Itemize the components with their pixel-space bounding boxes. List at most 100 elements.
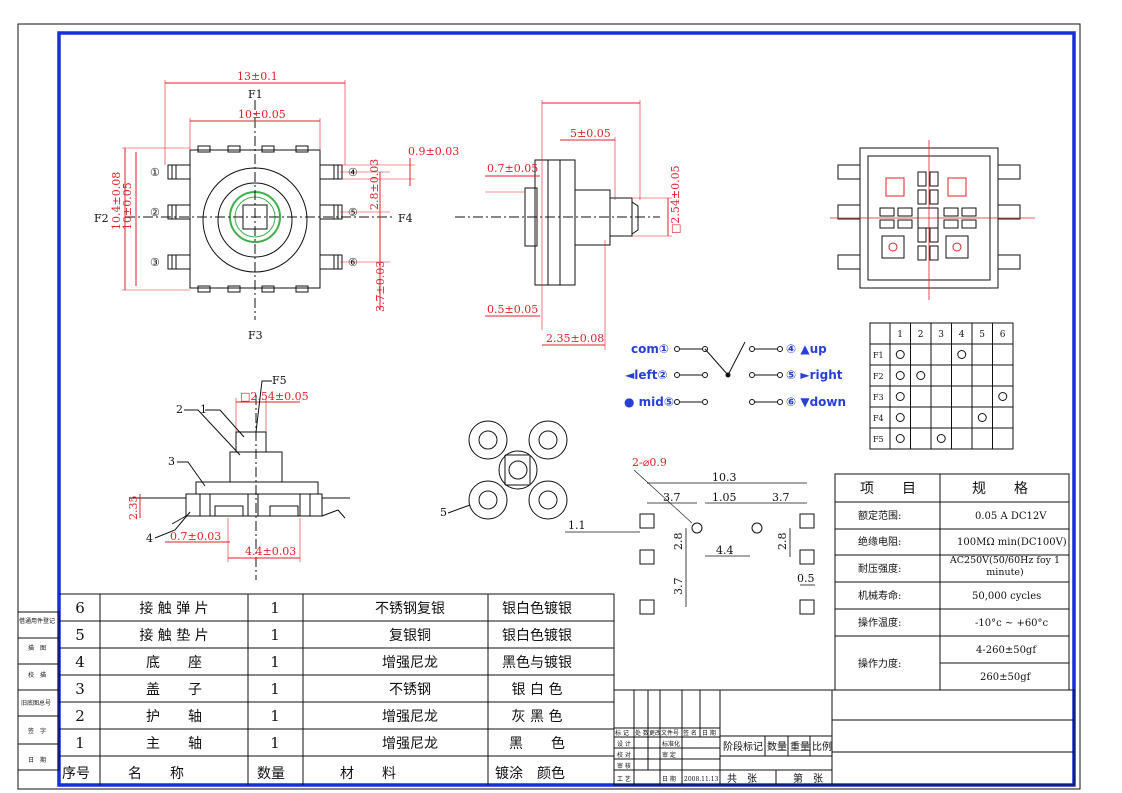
pad-d11: 1.1 <box>568 519 586 532</box>
label-f1: F1 <box>248 88 263 101</box>
bom-cell-5-4: 增强尼龙 <box>382 709 438 725</box>
truth-mark-f5-1 <box>895 434 905 443</box>
section-view-labels: F5 □2.54±0.05 2.35 0.7±0.03 4.4±0.03 2 1… <box>127 374 309 558</box>
dim-inner-h: 10±0.05 <box>121 182 134 230</box>
truth-col-2: 2 <box>918 330 924 340</box>
tb-weight: 重量 <box>790 740 810 753</box>
bom-cell-2-2: 接 触 垫 片 <box>139 627 208 644</box>
spec-value-4: 50,000 cycles <box>972 591 1041 602</box>
spec-header-spec: 规 格 <box>972 481 1028 497</box>
switch-schematic <box>674 341 783 405</box>
dim-pitch: 2.8±0.03 <box>368 159 381 210</box>
truth-col-3: 3 <box>938 330 944 340</box>
pad-d44: 4.4 <box>716 544 734 557</box>
bom-cell-5-1: 2 <box>75 707 85 725</box>
spec-value-1: 0.05 A DC12V <box>975 511 1047 522</box>
dim-bottom: 3.7±0.03 <box>374 261 387 312</box>
pad-d37b: 3.7 <box>772 491 790 504</box>
truth-col-4: 4 <box>959 330 965 340</box>
schematic-labels: com① ◄left② ● mid⑤ ④ ▲up ⑤ ►right ⑥ ▼dow… <box>624 342 846 409</box>
sch-down: ⑥ ▼down <box>786 395 846 409</box>
spec-value-7: 260±50gf <box>980 672 1032 683</box>
tb-std: 标准化 <box>662 740 680 748</box>
tb-sheet: 第 张 <box>793 772 823 785</box>
spec-label-3: 耐压强度: <box>858 562 901 575</box>
spec-header-item: 项 目 <box>860 481 916 497</box>
side-view-labels: 5±0.05 0.7±0.05 0.5±0.05 2.35±0.08 □2.54… <box>487 127 682 345</box>
tb-date-label: 日 期 <box>662 775 676 783</box>
truth-mark-f1-1 <box>895 350 905 359</box>
bottom-view <box>830 140 1035 300</box>
truth-row-f1: F1 <box>873 351 884 360</box>
pad-layout-labels: 2-⌀0.9 10.3 3.7 1.05 3.7 1.1 2.8 4.4 2.8… <box>568 456 815 595</box>
pin-6: ⑥ <box>348 256 358 269</box>
bom-cell-6-5: 黑 色 <box>509 735 565 752</box>
tb-stage: 阶段标记 <box>723 740 763 753</box>
bom-cell-1-3: 1 <box>270 599 280 617</box>
callout-3: 3 <box>168 455 175 468</box>
bom-header-no: 序号 <box>62 766 90 782</box>
bom-cell-4-2: 盖 子 <box>146 682 202 698</box>
pad-d05: 0.5 <box>797 572 815 585</box>
spec-label-6: 操作力度: <box>858 657 901 670</box>
bom-header-material: 材 料 <box>340 766 396 782</box>
tb-mark: 标 记 <box>615 729 629 737</box>
callout-4: 4 <box>146 532 153 545</box>
truth-mark-f2-2 <box>916 371 926 380</box>
tb-approve: 审 定 <box>662 751 676 759</box>
bom-cell-4-3: 1 <box>270 680 280 698</box>
sec-dim-44: 4.4±0.03 <box>245 545 296 558</box>
strip-6: 日 期 <box>28 756 46 764</box>
tb-count: 处 数 <box>635 729 649 737</box>
spec-table <box>834 473 1070 691</box>
side-strip-text: 借通用件登记 描 图 校 描 旧底图总号 签 字 日 期 <box>19 617 55 764</box>
tb-date: 日 期 <box>702 729 716 737</box>
section-view <box>130 380 350 580</box>
bom-cell-6-1: 1 <box>75 734 85 752</box>
spec-label-5: 操作温度: <box>858 616 901 629</box>
strip-1: 借通用件登记 <box>19 617 55 625</box>
bom-cell-3-2: 底 座 <box>146 655 202 671</box>
sch-com: com① <box>631 342 669 356</box>
callout-1: 1 <box>200 403 207 416</box>
truth-col-1: 1 <box>897 330 903 340</box>
bom-header-qty: 数量 <box>257 766 285 782</box>
tb-doc: 更改文件号 <box>649 729 679 737</box>
label-f4: F4 <box>398 212 413 225</box>
bom-cell-6-3: 1 <box>270 734 280 752</box>
pad-holes: 2-⌀0.9 <box>632 456 667 469</box>
spec-table-text: 项 目 规 格 额定范围: 0.05 A DC12V 绝缘电阻: 100MΩ m… <box>858 481 1067 683</box>
truth-mark-f4-1 <box>895 413 905 422</box>
label-f3: F3 <box>248 329 263 342</box>
sch-right: ⑤ ►right <box>786 368 843 382</box>
label-f2: F2 <box>94 212 109 225</box>
truth-mark-f2-1 <box>895 371 905 380</box>
sec-dim-235: 2.35 <box>127 496 140 521</box>
tb-process: 工 艺 <box>617 775 631 783</box>
tb-sign: 签 名 <box>683 729 697 737</box>
bom-cell-4-4: 不锈钢 <box>389 682 431 698</box>
pin-5: ⑤ <box>348 206 358 219</box>
tb-date-value: 2008.11.13 <box>684 776 719 783</box>
bom-cell-1-2: 接 触 弹 片 <box>139 600 208 617</box>
pad-d37a: 3.7 <box>663 491 681 504</box>
spec-label-4: 机械寿命: <box>858 589 901 602</box>
outer-border <box>17 23 1081 790</box>
spec-value-2: 100MΩ min(DC100V) <box>957 537 1067 548</box>
blue-frame <box>57 31 1076 787</box>
spec-label-2: 绝缘电阻: <box>858 535 901 548</box>
bom-cell-1-4: 不锈钢复银 <box>375 600 445 617</box>
bom-cell-3-4: 增强尼龙 <box>382 655 438 671</box>
bom-cell-3-5: 黑色与镀银 <box>502 654 572 671</box>
pad-d103: 10.3 <box>712 471 737 484</box>
tb-qty: 数量 <box>767 740 787 753</box>
bom-cell-4-1: 3 <box>75 680 85 698</box>
sch-up: ④ ▲up <box>786 342 827 356</box>
title-block-text: 标 记 处 数 更改文件号 签 名 日 期 设 计 校 对 审 核 工 艺 标准… <box>615 729 832 785</box>
contact-pad-part-5 <box>447 420 568 520</box>
side-strip <box>17 611 60 771</box>
spec-value-5: -10°c ~ +60°c <box>975 618 1049 629</box>
bom-header: 序号 名 称 数量 材 料 镀涂 颜色 <box>62 765 565 782</box>
